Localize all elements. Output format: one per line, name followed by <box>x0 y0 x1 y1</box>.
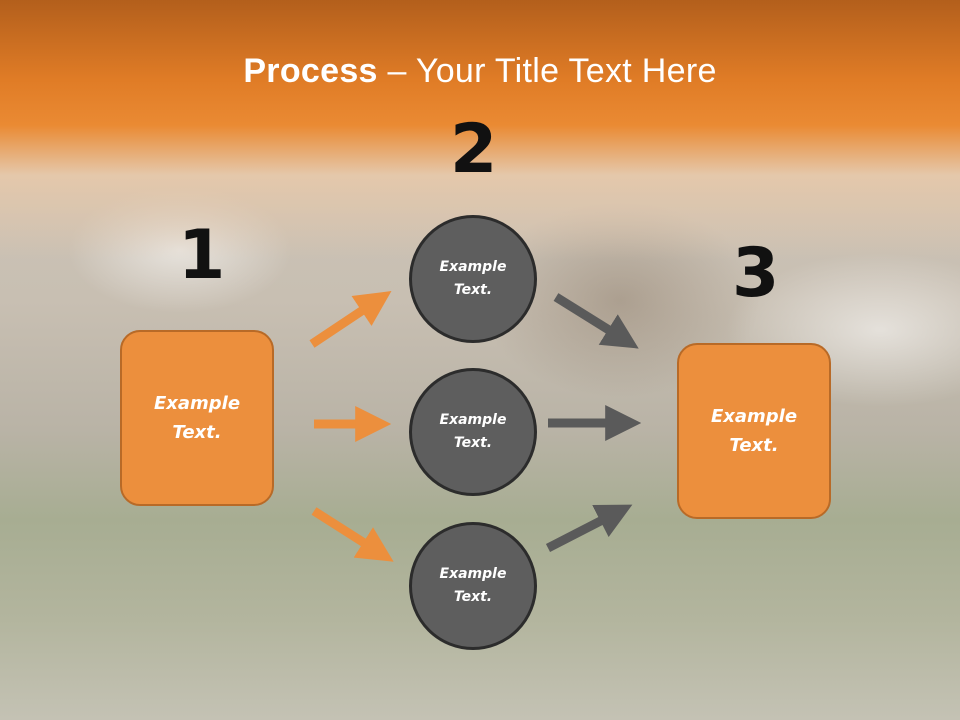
arrow-from-circle-1 <box>553 293 639 349</box>
left-process-box: Example Text. <box>120 330 274 506</box>
step-number-3: 3 <box>732 234 780 313</box>
right-process-box: Example Text. <box>677 343 831 519</box>
title-separator: – <box>377 52 416 90</box>
title-rest: Your Title Text Here <box>415 52 717 90</box>
right-box-text: Example Text. <box>710 406 798 456</box>
circle-2-text: Example Text. <box>439 412 507 451</box>
process-circle-1: Example Text. <box>409 215 537 343</box>
arrow-to-circle-3 <box>311 507 394 562</box>
step-number-2: 2 <box>450 110 498 189</box>
process-circle-2: Example Text. <box>409 368 537 496</box>
slide-title: Process – Your Title Text Here <box>0 52 960 91</box>
arrow-from-circle-3 <box>545 504 633 553</box>
left-box-text: Example Text. <box>153 393 241 443</box>
step-number-1: 1 <box>178 216 226 295</box>
title-bold: Process <box>243 52 378 90</box>
process-circle-3: Example Text. <box>409 522 537 650</box>
circle-3-text: Example Text. <box>439 566 507 605</box>
arrow-to-circle-1 <box>309 291 392 348</box>
circle-1-text: Example Text. <box>439 259 507 298</box>
